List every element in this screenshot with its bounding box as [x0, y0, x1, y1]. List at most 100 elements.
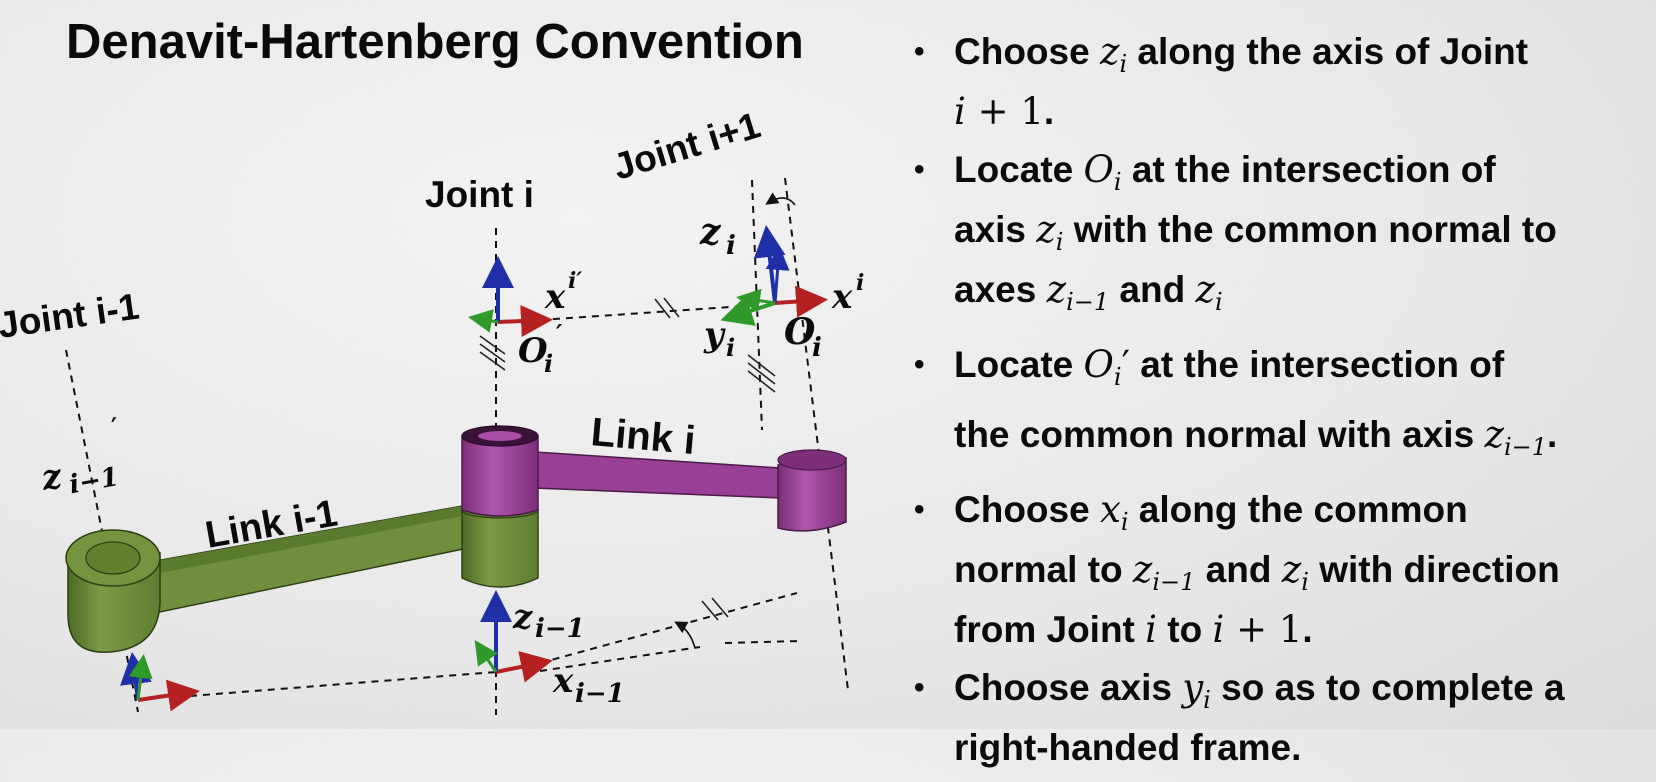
math-symbol: x — [1099, 488, 1121, 531]
math-subscript: i — [1120, 508, 1129, 536]
joint-prev-label: Joint i-1 — [0, 286, 142, 346]
svg-text:x: x — [544, 277, 566, 317]
z-prev-prime-label: z i−1 ′ — [38, 411, 122, 500]
svg-text:i−1: i−1 — [575, 679, 625, 709]
math-symbol: z — [1484, 413, 1504, 456]
bullet-text: Choose axis — [954, 667, 1183, 708]
svg-text:i: i — [856, 270, 864, 296]
bullet-text: at the intersection of — [1121, 149, 1496, 190]
math-term: + 1 — [965, 90, 1044, 133]
svg-text:i′: i′ — [568, 268, 582, 294]
math-symbol: z — [1099, 30, 1120, 73]
svg-text:x: x — [831, 277, 853, 317]
svg-text:O: O — [784, 311, 816, 353]
svg-text:′: ′ — [110, 411, 122, 441]
x-prev-extension — [539, 646, 701, 672]
bullet-text: so as to complete a — [1210, 667, 1565, 708]
theta-arc-bottom — [674, 621, 696, 649]
bullet-text: along the axis of Joint — [1127, 31, 1529, 72]
bullet-text: . — [1302, 609, 1313, 650]
link-prev-body — [65, 501, 539, 653]
math-subscript: i−1 — [1503, 433, 1547, 461]
svg-text:y: y — [703, 315, 726, 355]
bullet-text: with direction — [1308, 549, 1560, 590]
math-symbol: y — [1182, 666, 1204, 709]
math-subscript: i — [1203, 686, 1211, 714]
bullet-text: from Joint — [954, 609, 1146, 650]
math-symbol: z — [1132, 548, 1153, 591]
common-normal-top — [539, 304, 761, 321]
bullet-text: . — [1547, 414, 1558, 455]
math-symbol: z — [1046, 268, 1067, 311]
bullet-text: right-handed frame. — [954, 727, 1302, 768]
bullet-text: Choose — [954, 489, 1100, 530]
math-subscript: i — [1301, 568, 1309, 596]
bullet-text: at the intersection of — [1129, 344, 1505, 385]
joint-next-label: Joint i+1 — [608, 104, 765, 187]
parallel-ticks — [479, 297, 776, 621]
svg-text:z: z — [699, 211, 722, 253]
svg-text:i: i — [544, 349, 553, 378]
dh-diagram: Joint i-1 Joint i Joint i+1 Link i-1 Lin… — [0, 104, 864, 715]
math-subscript: i — [1113, 363, 1122, 391]
bullet-text: the common normal with axis — [954, 414, 1485, 455]
projected-line — [539, 592, 798, 664]
theta-arc-top — [765, 192, 796, 206]
frame-i-prime — [468, 256, 553, 338]
joint-i-label: Joint i — [425, 174, 534, 215]
math-symbol: i — [1145, 608, 1158, 651]
link-i-body — [461, 425, 847, 532]
bullet-text: . — [1043, 91, 1055, 132]
svg-text:i−1: i−1 — [67, 462, 121, 500]
y-i-label: y i — [703, 315, 735, 362]
math-symbol: z — [1036, 208, 1056, 251]
svg-text:i: i — [726, 333, 735, 362]
math-subscript: i — [1215, 288, 1223, 316]
x-i-label: x i — [831, 270, 864, 317]
bullet-text: axes — [954, 269, 1047, 310]
o-i-label: O i — [784, 311, 822, 363]
frame-prev — [474, 590, 553, 683]
math-symbol: i — [1212, 608, 1225, 651]
svg-text:z: z — [38, 456, 66, 499]
svg-text:z: z — [512, 597, 533, 637]
math-symbol: i — [954, 90, 966, 133]
joint-next-axis-b — [784, 177, 849, 691]
o-i-prime-label: O i ′ — [518, 319, 563, 378]
bullet-text: axis — [954, 209, 1037, 250]
frame-prev-prime — [120, 652, 200, 712]
z-prev-label: z i−1 — [512, 597, 585, 644]
math-subscript: i−1 — [1066, 288, 1110, 316]
frame-i — [720, 225, 828, 326]
x-prev-label: x i−1 — [552, 661, 625, 709]
math-subscript: i — [1055, 228, 1064, 256]
bullet-text: and — [1195, 549, 1282, 590]
math-symbol: z — [1195, 268, 1216, 311]
bullet-text: with the common normal to — [1063, 209, 1557, 250]
slide-title: Denavit-Hartenberg Convention — [66, 15, 804, 69]
x-prev-parallel — [724, 640, 801, 644]
svg-text:i−1: i−1 — [535, 614, 585, 644]
math-symbol: z — [1281, 548, 1302, 591]
math-term: + 1 — [1224, 608, 1303, 651]
bullet-text: to — [1157, 609, 1213, 650]
bullet-item: Choose axis yi so as to complete a right-… — [910, 664, 1655, 772]
math-symbol: O — [1083, 148, 1114, 191]
svg-text:x: x — [552, 661, 574, 701]
svg-text:i: i — [726, 231, 736, 261]
bullet-text: Locate — [954, 149, 1084, 190]
z-i-label: z i — [699, 211, 736, 261]
svg-text:′: ′ — [556, 319, 563, 348]
svg-text:O: O — [518, 331, 548, 371]
bullet-text: normal to — [954, 549, 1133, 590]
common-normal-bottom — [189, 671, 497, 697]
x-i-prime-label: x i′ — [544, 268, 582, 317]
math-symbol: O — [1083, 343, 1114, 386]
bullet-text: Choose — [954, 31, 1100, 72]
svg-text:i: i — [812, 333, 822, 363]
